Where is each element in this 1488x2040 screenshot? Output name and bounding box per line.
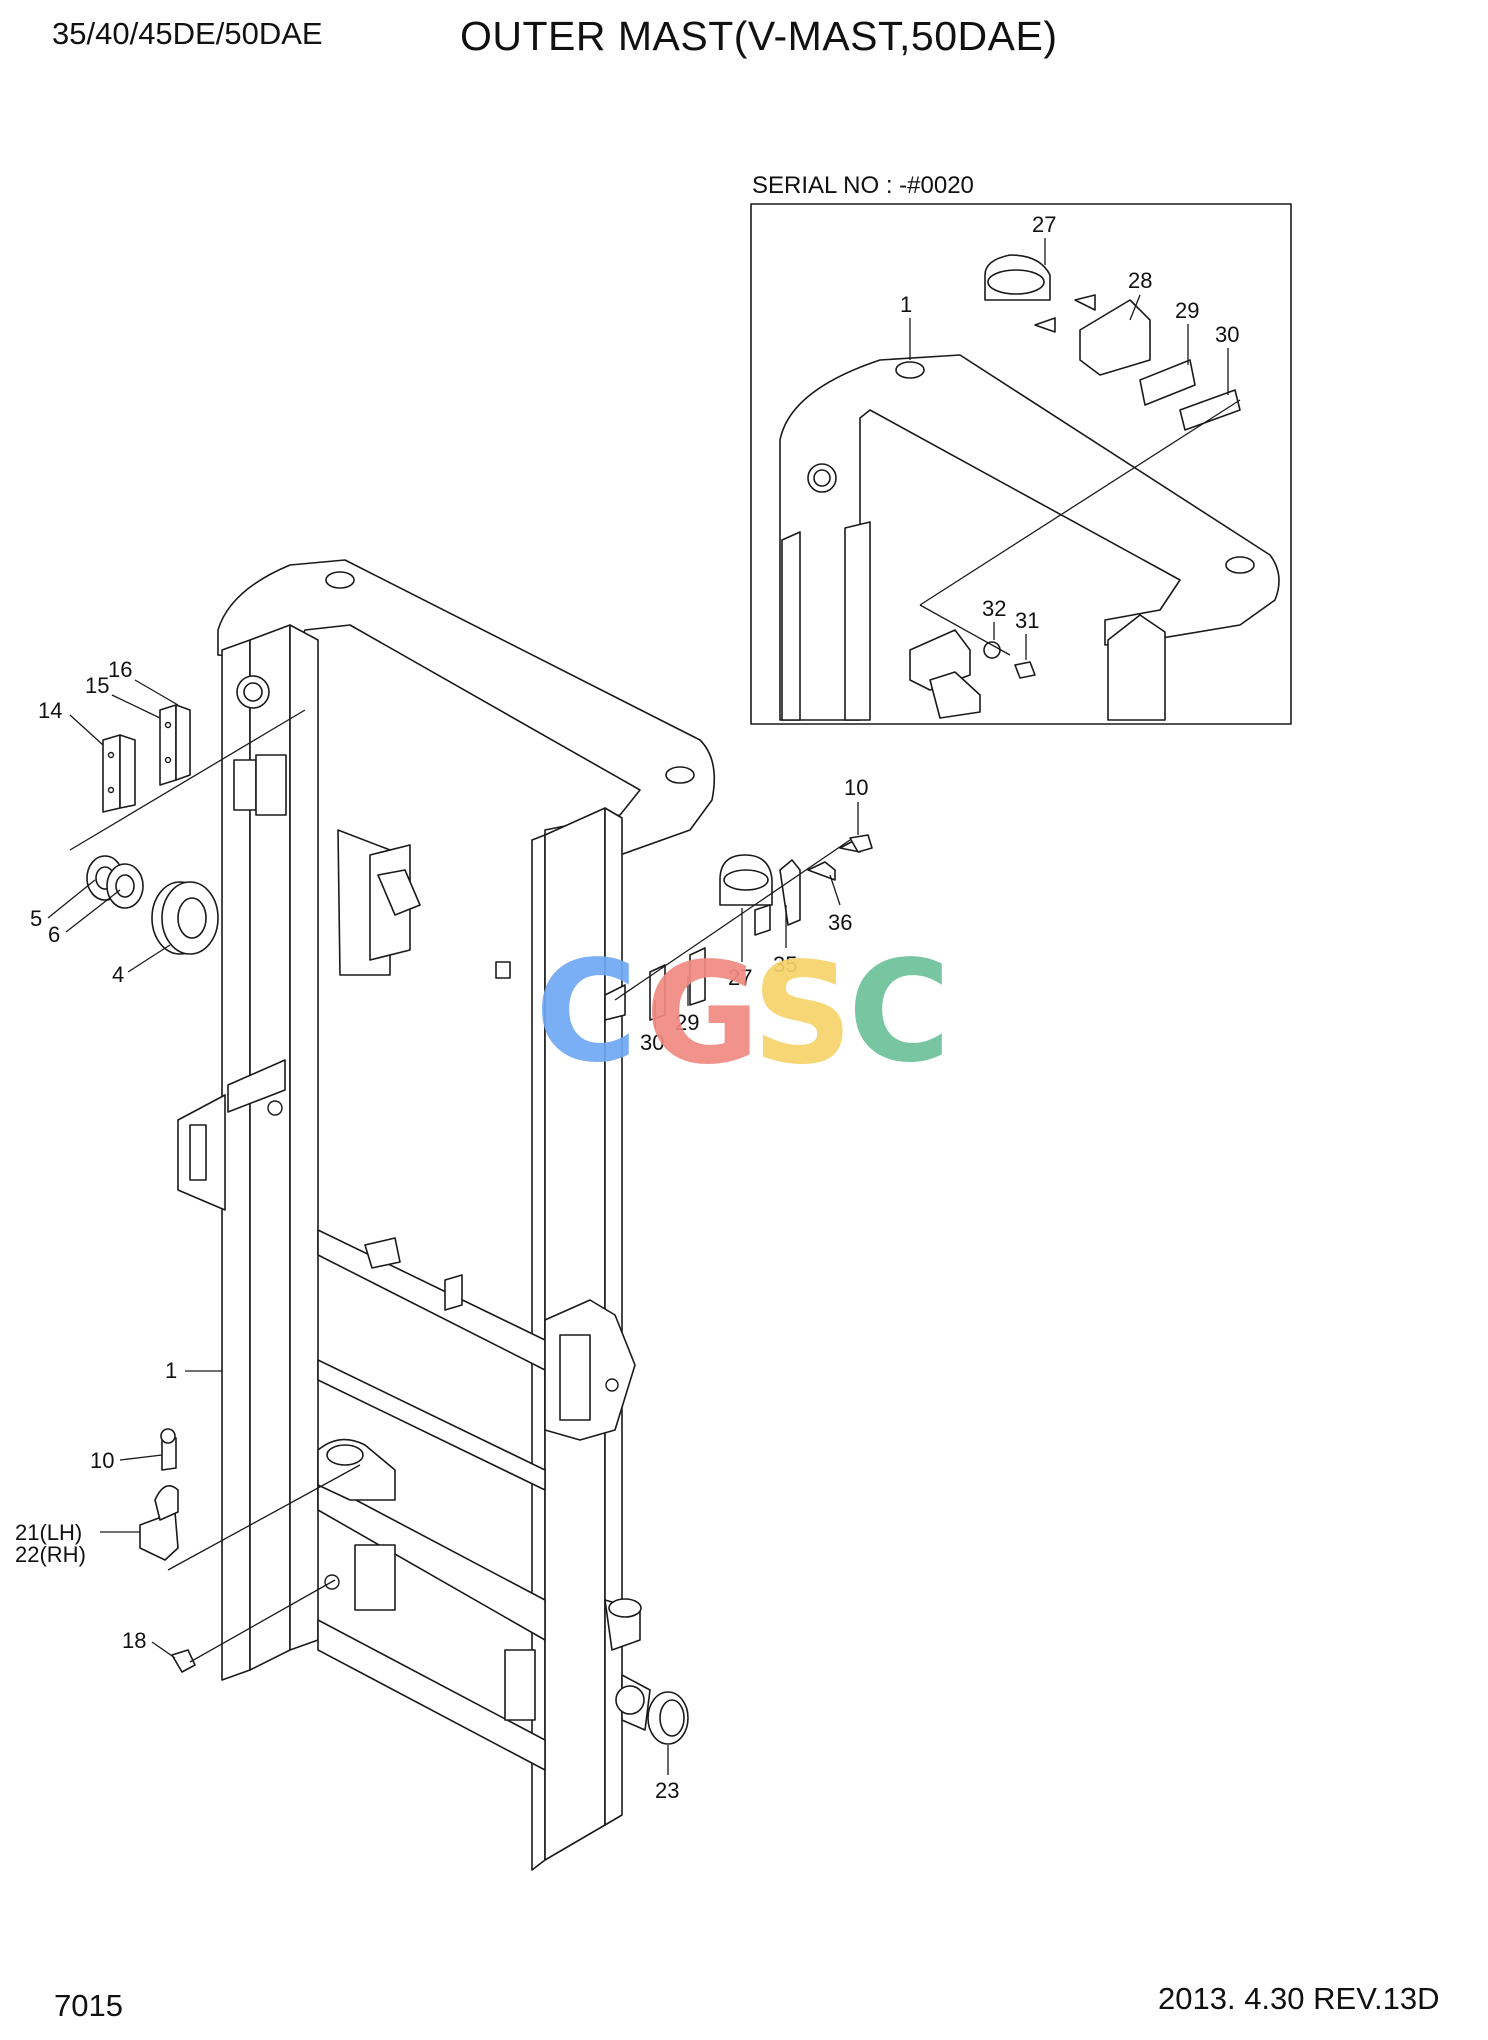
callout-14: 14 (38, 698, 62, 723)
page-title: OUTER MAST(V-MAST,50DAE) (460, 13, 1058, 59)
seal-23-inner (659, 1699, 685, 1737)
bearing-washer-group (86, 855, 219, 955)
callout-6: 6 (48, 922, 60, 947)
callout-29-inset: 29 (1175, 298, 1199, 323)
hose-bracket-group (604, 834, 873, 1021)
callout-30-inset: 30 (1215, 322, 1239, 347)
callout-10-upper: 10 (844, 775, 868, 800)
callout-29-main: 29 (675, 1010, 699, 1035)
callout-4: 4 (112, 962, 124, 987)
inset-serial-label: SERIAL NO : -#0020 (752, 172, 974, 199)
watermark-letter-4: C (848, 931, 951, 1094)
watermark-letter-1: C (535, 931, 638, 1094)
callout-10-lower: 10 (90, 1448, 114, 1473)
callout-16: 16 (108, 657, 132, 682)
callout-23: 23 (655, 1778, 679, 1803)
lower-clamp-group (139, 1428, 361, 1673)
callout-31: 31 (1015, 608, 1039, 633)
callout-21-lh: 21(LH) (15, 1520, 82, 1545)
revision-date: 2013. 4.30 REV.13D (1158, 1981, 1440, 2016)
callout-22-rh: 22(RH) (15, 1542, 86, 1567)
inset-detail (750, 203, 1292, 725)
callout-18: 18 (122, 1628, 146, 1653)
callout-15: 15 (85, 673, 109, 698)
page-number: 7015 (54, 1988, 123, 2023)
model-label: 35/40/45DE/50DAE (52, 16, 323, 51)
callout-28: 28 (1128, 268, 1152, 293)
cgsc-watermark: C G S C (535, 931, 951, 1096)
outer-mast-frame (177, 559, 716, 1871)
plate-group-14-16 (69, 704, 306, 851)
callout-36: 36 (828, 910, 852, 935)
callout-27-main: 27 (728, 965, 752, 990)
callout-1-inset: 1 (900, 292, 912, 317)
callout-30-main: 30 (640, 1030, 664, 1055)
callout-27-inset: 27 (1032, 212, 1056, 237)
watermark-letter-3: S (752, 933, 853, 1096)
callout-35: 35 (773, 952, 797, 977)
callout-32: 32 (982, 596, 1006, 621)
watermark-letter-2: G (645, 933, 760, 1096)
callout-5: 5 (30, 906, 42, 931)
callout-1-main: 1 (165, 1358, 177, 1383)
